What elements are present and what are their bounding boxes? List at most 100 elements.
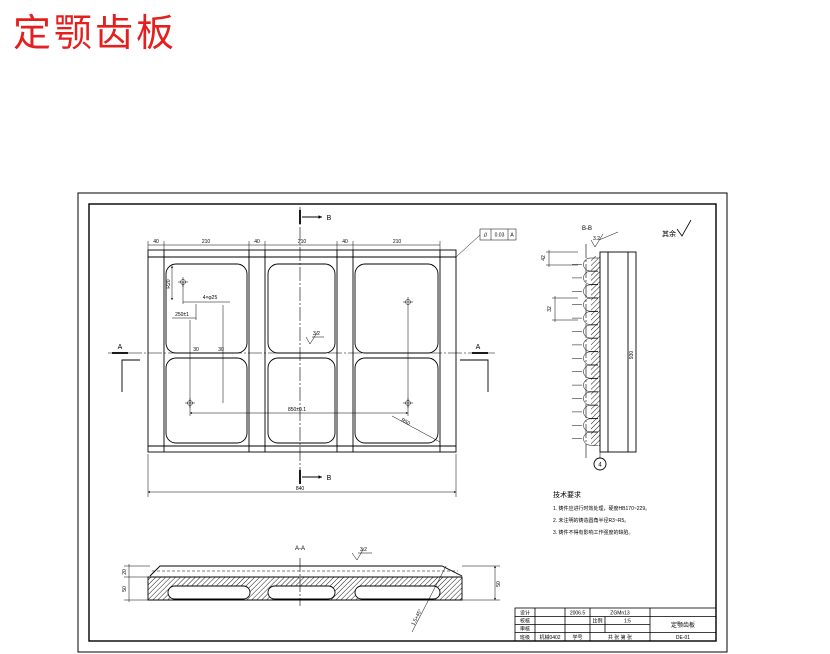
internal-dimensions (171, 266, 441, 443)
holes-label: 4×φ25 (203, 295, 218, 301)
side-left-dimensions (546, 250, 578, 322)
tooth-profile (583, 391, 598, 406)
tooth-profile (583, 284, 598, 299)
tech-requirements-heading: 技术要求 (553, 490, 581, 499)
section-roughness-label: 3.2 (360, 547, 367, 553)
overall-width-label: 840 (296, 486, 305, 492)
scale-label: 比例 (592, 618, 602, 625)
drawing-number: DE-01 (676, 635, 690, 641)
center-dim-left-label: 30 (193, 347, 199, 353)
roughness-check-icon (676, 219, 692, 237)
top-dim-label: 210 (393, 239, 402, 245)
surface-note: 其余 (662, 219, 692, 238)
roughness-symbol (351, 547, 372, 561)
section-slot (354, 585, 441, 600)
corner-radius-label: R20 (166, 279, 172, 288)
section-thickness-label: 50 (496, 581, 502, 587)
design-label: 设计 (520, 610, 530, 617)
section-arrow-right (460, 359, 489, 392)
tooth-profile (583, 378, 598, 392)
plate-outline (147, 249, 457, 453)
tooth-profile (583, 324, 598, 339)
tech-requirement-item: 3. 铸件不得有影响工作强度的缺陷。 (553, 529, 634, 536)
overall-width-dimension (147, 454, 457, 497)
top-dim-label: 210 (202, 239, 211, 245)
side-length-label: 930 (629, 351, 635, 360)
tolerance-frame (479, 228, 517, 241)
tolerance-value: 0.03 (495, 233, 505, 239)
pocket (165, 263, 248, 354)
parallelism-symbol: // (484, 233, 488, 239)
section-arrow-left (121, 359, 140, 392)
tooth-root-hatch (591, 256, 600, 446)
pocket (267, 263, 336, 354)
section-dim-top-label: 20 (122, 569, 128, 575)
center-dim-right-label: 30 (218, 347, 224, 353)
tolerance-leader (455, 234, 481, 258)
tooth-profile (583, 271, 598, 285)
part-balloon-number: 4 (598, 463, 602, 469)
section-view: A-A 3.2 20 50 50 1.5×45° (122, 546, 502, 633)
part-name: 定颚齿板 (671, 621, 695, 629)
surface-note-label: 其余 (662, 229, 676, 238)
hole-spacing-label: 850±0.1 (288, 407, 306, 413)
section-view-label: A-A (295, 546, 305, 552)
tolerance-box (479, 228, 517, 241)
pocket (267, 357, 336, 444)
pocket (165, 357, 248, 444)
tech-requirements: 技术要求 1. 铸件应进行时效处理，硬度HB170~229。 2. 未注明的铸造… (553, 490, 650, 536)
tooth-profile (583, 257, 598, 272)
student-no-label: 学号 (572, 634, 582, 641)
side-dim-pitch-label: 32 (547, 306, 553, 312)
side-body (599, 251, 637, 453)
part-balloon (593, 457, 607, 471)
date-value: 2006.5 (570, 611, 586, 617)
tooth-profiles (572, 257, 598, 446)
top-dim-label: 210 (298, 239, 307, 245)
outer-border (77, 192, 728, 653)
sheet-info: 共 张 第 张 (608, 634, 632, 641)
class-label: 班级 (520, 634, 530, 641)
tooth-profile (583, 338, 598, 352)
inner-border (88, 203, 717, 642)
top-dim-label: 40 (254, 239, 260, 245)
page-title: 定颚齿板 (13, 11, 178, 55)
roughness-symbol (305, 330, 324, 345)
tooth-profile (583, 351, 598, 366)
side-roughness-label: 3.2 (593, 236, 600, 242)
tech-requirement-item: 1. 铸件应进行时效处理，硬度HB170~229。 (553, 505, 650, 512)
section-b-bottom-label: B (327, 475, 332, 482)
top-dimension-chain (147, 241, 441, 250)
section-a-left-label: A (118, 344, 123, 351)
hole-offset-label: 250±1 (175, 312, 189, 318)
side-dim-top-label: 42 (541, 255, 547, 261)
section-a-right-label: A (476, 344, 481, 351)
top-dim-label: 40 (153, 239, 159, 245)
title-block (514, 607, 717, 642)
section-slot (267, 585, 336, 600)
check-label: 校核 (520, 618, 530, 625)
section-b-top-label: B (327, 215, 332, 222)
main-view: R20 4×φ25 250±1 850±0.1 R50 30 30 3.2 40… (108, 207, 517, 497)
scale-value: 1:5 (624, 619, 631, 625)
section-dim-bottom-label: 50 (122, 586, 128, 592)
tooth-profile (583, 431, 598, 446)
roughness-symbol (590, 231, 619, 248)
side-view: B-B 3.2 42 32 930 4 (541, 226, 637, 471)
chamfer-leader (411, 565, 447, 633)
top-dim-label: 40 (342, 239, 348, 245)
section-slot (167, 585, 251, 600)
radius-leader (391, 415, 441, 443)
side-view-label: B-B (582, 226, 592, 232)
tooth-profile (583, 405, 598, 419)
tooth-profile (583, 311, 598, 325)
section-left-dimensions (124, 564, 150, 602)
roughness-label: 3.2 (313, 331, 320, 337)
tooth-profile (583, 418, 598, 433)
material-value: ZGMn13 (610, 611, 630, 617)
pocket-radius-label: R50 (400, 417, 411, 427)
pocket (354, 357, 439, 444)
pocket (354, 263, 439, 354)
chamfer-label: 1.5×45° (410, 608, 423, 626)
